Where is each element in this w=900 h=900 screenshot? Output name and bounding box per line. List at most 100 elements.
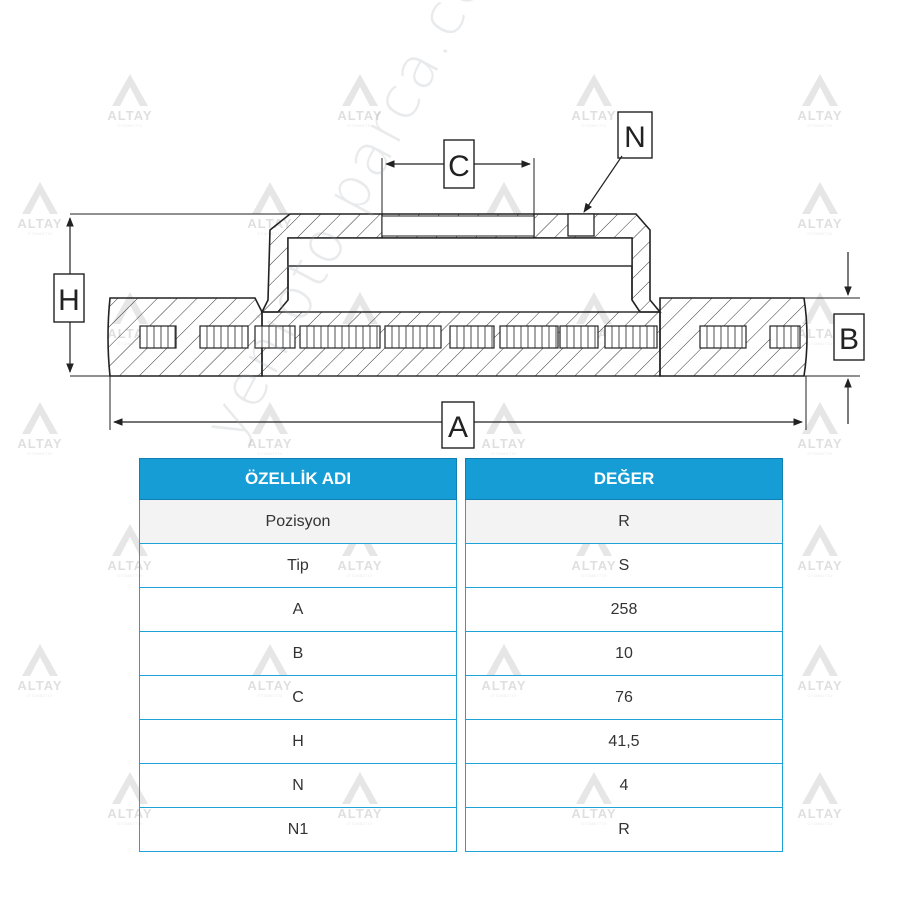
altay-logo-subtext: OTOMOTİV xyxy=(117,821,143,826)
table-cell-name: B xyxy=(139,632,457,676)
altay-logo-icon xyxy=(802,772,838,804)
table-cell-value: 10 xyxy=(465,632,783,676)
altay-logo-icon xyxy=(802,74,838,106)
altay-logo-icon xyxy=(802,644,838,676)
altay-logo-icon xyxy=(802,402,838,434)
altay-logo-subtext: OTOMOTİV xyxy=(581,123,607,128)
table-cell-value: R xyxy=(465,500,783,544)
altay-logo-text: ALTAY xyxy=(107,108,153,123)
dim-h-label: H xyxy=(58,284,80,317)
altay-logo-text: ALTAY xyxy=(797,326,843,341)
altay-logo-subtext: OTOMOTİV xyxy=(807,231,833,236)
altay-logo-icon xyxy=(22,182,58,214)
vent-slot xyxy=(559,325,599,349)
altay-logo-text: ALTAY xyxy=(481,436,527,451)
vent-slot xyxy=(769,325,801,349)
dim-n-leader xyxy=(583,155,623,213)
table-cell-value: 76 xyxy=(465,676,783,720)
altay-logo-icon xyxy=(342,772,378,804)
altay-logo-subtext: OTOMOTİV xyxy=(27,451,53,456)
altay-logo-icon xyxy=(252,644,288,676)
table-cell-name: A xyxy=(139,588,457,632)
altay-logo-icon xyxy=(802,292,838,324)
altay-logo-icon xyxy=(22,644,58,676)
altay-logo-subtext: OTOMOTİV xyxy=(807,451,833,456)
bolt-hole xyxy=(567,213,595,237)
hub-face xyxy=(287,237,633,267)
altay-logo-text: ALTAY xyxy=(797,558,843,573)
vent-slot xyxy=(449,325,495,349)
table-cell-value: 4 xyxy=(465,764,783,808)
altay-logo-text: ALTAY xyxy=(337,558,383,573)
altay-logo-subtext: OTOMOTİV xyxy=(491,451,517,456)
altay-logo-text: ALTAY xyxy=(797,436,843,451)
header-property-value: DEĞER xyxy=(465,458,783,500)
altay-logo-text: ALTAY xyxy=(571,558,617,573)
altay-logo-icon xyxy=(252,182,288,214)
altay-logo-text: ALTAY xyxy=(337,108,383,123)
altay-logo-subtext: OTOMOTİV xyxy=(807,341,833,346)
vent-slot xyxy=(139,325,177,349)
vent-slot xyxy=(699,325,747,349)
vent-slot xyxy=(499,325,559,349)
table-cell-name: Tip xyxy=(139,544,457,588)
altay-logo-icon xyxy=(486,402,522,434)
vent-slot xyxy=(199,325,249,349)
table-cell-value: R xyxy=(465,808,783,852)
altay-logo-subtext: OTOMOTİV xyxy=(807,573,833,578)
altay-logo-icon xyxy=(486,644,522,676)
altay-logo-subtext: OTOMOTİV xyxy=(807,693,833,698)
table-cell-name: N1 xyxy=(139,808,457,852)
altay-logo-text: ALTAY xyxy=(107,558,153,573)
dim-b-label: B xyxy=(839,323,859,356)
altay-logo-subtext: OTOMOTİV xyxy=(347,123,373,128)
altay-logo-icon xyxy=(486,182,522,214)
altay-logo-icon xyxy=(342,524,378,556)
altay-logo-icon xyxy=(802,182,838,214)
table-cell-name: Pozisyon xyxy=(139,500,457,544)
dim-n-label: N xyxy=(624,121,646,154)
altay-logo-text: ALTAY xyxy=(107,806,153,821)
vent-slots xyxy=(139,325,801,349)
altay-logo-subtext: OTOMOTİV xyxy=(807,821,833,826)
altay-logo-subtext: OTOMOTİV xyxy=(117,123,143,128)
altay-logo-text: ALTAY xyxy=(481,678,527,693)
brake-disc-diagram: H C N B A xyxy=(53,111,865,449)
altay-logo-subtext: OTOMOTİV xyxy=(27,231,53,236)
altay-logo-text: ALTAY xyxy=(17,678,63,693)
altay-logo-icon xyxy=(252,402,288,434)
altay-logo-icon xyxy=(112,74,148,106)
altay-logo-subtext: OTOMOTİV xyxy=(257,451,283,456)
altay-logo-text: ALTAY xyxy=(797,806,843,821)
altay-logo-subtext: OTOMOTİV xyxy=(117,573,143,578)
altay-logo-subtext: OTOMOTİV xyxy=(347,821,373,826)
altay-logo-subtext: OTOMOTİV xyxy=(807,123,833,128)
altay-logo-text: ALTAY xyxy=(797,108,843,123)
vent-slot xyxy=(299,325,381,349)
altay-logo-icon xyxy=(576,772,612,804)
dim-c-label: C xyxy=(448,150,470,183)
altay-logo-subtext: OTOMOTİV xyxy=(581,821,607,826)
altay-logo-text: ALTAY xyxy=(337,806,383,821)
altay-logo-icon xyxy=(576,74,612,106)
altay-logo-icon xyxy=(802,524,838,556)
